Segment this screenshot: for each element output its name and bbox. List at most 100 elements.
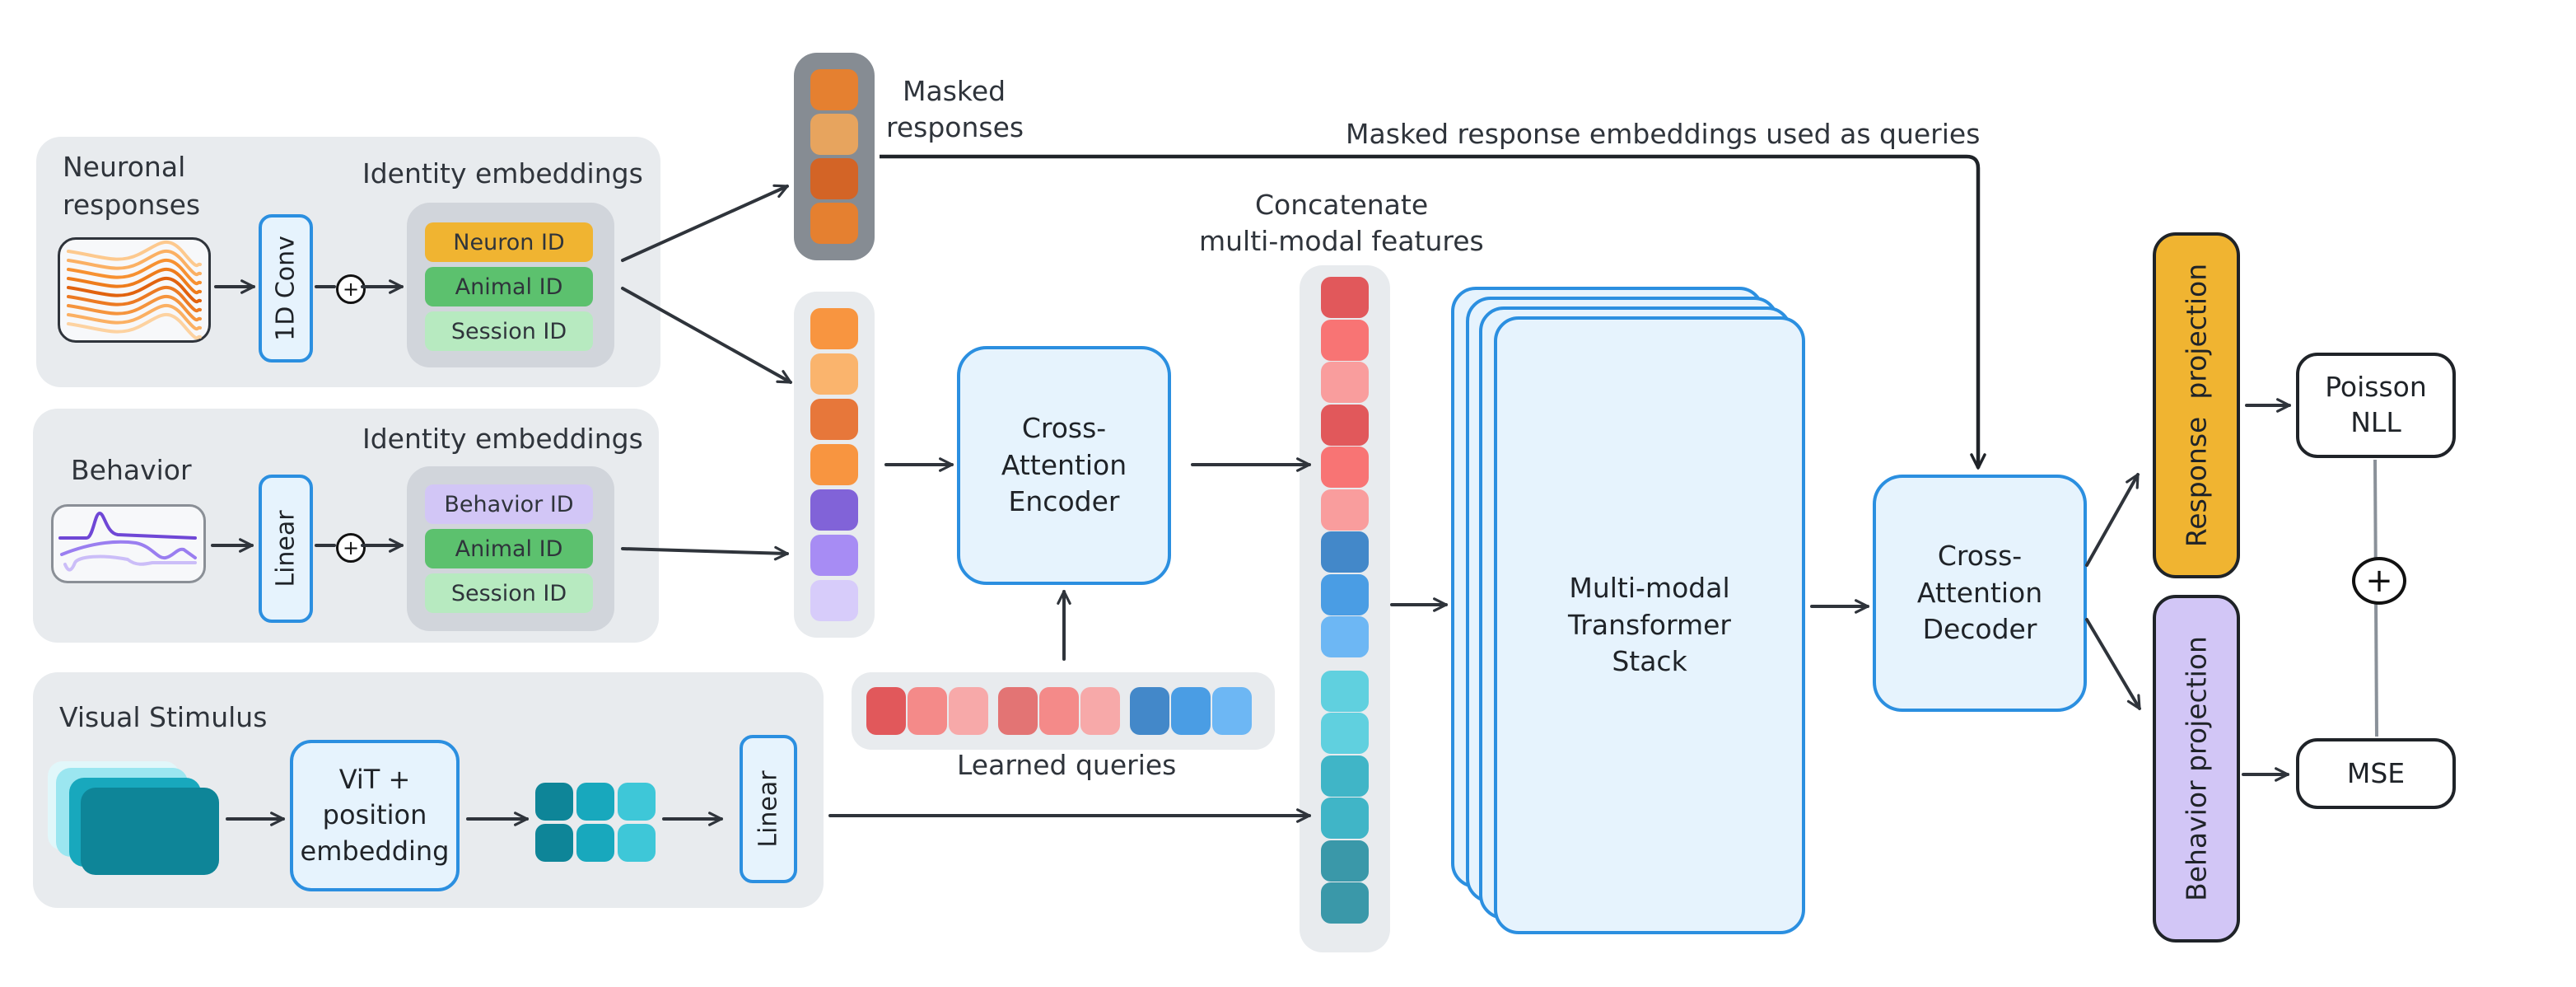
behavior-trace — [60, 540, 197, 560]
patch-token — [576, 783, 614, 821]
embedding-token — [810, 308, 858, 349]
decoder-line1: Cross- — [1937, 540, 2023, 573]
neuron-trace — [67, 313, 202, 340]
response-projection: Response projection — [2153, 232, 2240, 578]
masked-label-line2: responses — [886, 111, 1024, 143]
learned-query-token — [1039, 687, 1079, 735]
embedding-token — [810, 353, 858, 395]
embedding-token — [810, 580, 858, 621]
concat-feature-token — [1321, 713, 1369, 754]
concat-feature-token — [1321, 404, 1369, 446]
concat-feature-token — [1321, 755, 1369, 797]
animal-id-chip: Animal ID — [425, 529, 593, 568]
concat-label-line2: multi-modal features — [1199, 225, 1484, 257]
mse-label: MSE — [2346, 756, 2406, 789]
learned-queries-row — [852, 672, 1275, 750]
patch-tokens-grid — [535, 783, 659, 862]
learned-query-token — [866, 687, 906, 735]
mse-loss: MSE — [2296, 738, 2456, 809]
embedding-token — [810, 399, 858, 440]
loss-add-icon: + — [2352, 557, 2406, 605]
neuron-trace — [67, 268, 202, 295]
concat-feature-token — [1321, 447, 1369, 488]
patch-token — [576, 824, 614, 862]
masked-label-line1: Masked — [903, 75, 1006, 107]
learned-queries-label: Learned queries — [957, 749, 1177, 781]
arrow-decoder-to-response-projection — [2085, 473, 2140, 567]
neuronal-traces-plot — [67, 241, 202, 340]
loss-add-symbol: + — [2365, 562, 2393, 600]
add-symbol: + — [342, 278, 360, 301]
learned-query-token — [949, 687, 988, 735]
arrow-decoder-to-behavior-projection — [2085, 618, 2141, 710]
concat-feature-token — [1321, 277, 1369, 318]
learned-query-token — [1171, 687, 1211, 735]
behavior-trace — [58, 511, 197, 540]
stimulus-frames — [48, 761, 229, 877]
neuron-trace — [67, 286, 202, 313]
poisson-line1: Poisson — [2325, 371, 2427, 404]
vit-label-line3: embedding — [300, 835, 450, 867]
concatenated-features-column — [1300, 265, 1390, 952]
session-id-chip: Session ID — [425, 311, 593, 351]
conv1d-block: 1D Conv — [259, 214, 313, 363]
behavior-projection: Behavior projection — [2153, 595, 2240, 943]
neuronal-identity-title: Identity embeddings — [362, 157, 643, 189]
behavior-id-chip: Behavior ID — [425, 484, 593, 524]
neuron-id-chip: Neuron ID — [425, 222, 593, 262]
arrow-behavior-identity-to-embedding — [621, 545, 789, 561]
concat-feature-token — [1321, 531, 1369, 573]
patch-token — [618, 783, 656, 821]
masked-responses-column — [794, 53, 875, 260]
behavior-traces-thumbnail — [51, 504, 206, 583]
concat-label-line1: Concatenate — [1255, 189, 1429, 221]
arrow-identity-to-masked — [621, 184, 789, 262]
multimodal-transformer-stack: Multi-modal Transformer Stack — [1494, 316, 1805, 934]
learned-query-token — [908, 687, 947, 735]
behavior-trace — [63, 554, 197, 572]
patch-token — [618, 824, 656, 862]
add-symbol: + — [342, 536, 360, 559]
embedding-token — [810, 535, 858, 576]
neuron-trace — [67, 277, 202, 304]
transformer-line1: Multi-modal — [1569, 572, 1730, 605]
masked-queries-label: Masked response embeddings used as queri… — [1346, 118, 1981, 150]
poisson-line2: NLL — [2350, 406, 2401, 438]
visual-linear-block: Linear — [740, 735, 797, 883]
learned-query-token — [998, 687, 1038, 735]
embedding-tokens-column — [794, 292, 875, 638]
behavior-linear-block: Linear — [259, 475, 313, 623]
behavior-identity-title: Identity embeddings — [362, 423, 643, 455]
decoder-line3: Decoder — [1922, 613, 2037, 646]
concat-feature-token — [1321, 489, 1369, 531]
encoder-line1: Cross- — [1021, 412, 1107, 445]
vit-label-line1: ViT + — [338, 764, 411, 796]
poisson-nll-loss: Poisson NLL — [2296, 353, 2456, 458]
transformer-line2: Transformer — [1567, 608, 1732, 641]
masked-token — [810, 203, 858, 244]
concat-feature-token — [1321, 882, 1369, 924]
add-icon: + — [336, 274, 366, 304]
concat-feature-token — [1321, 362, 1369, 403]
behavior-title: Behavior — [71, 454, 192, 486]
neuronal-title-line1: Neuronal — [63, 151, 186, 183]
learned-query-token — [1212, 687, 1252, 735]
embedding-token — [810, 489, 858, 531]
transformer-line3: Stack — [1612, 645, 1687, 678]
masked-token — [810, 69, 858, 110]
masked-token — [810, 158, 858, 199]
concat-feature-token — [1321, 840, 1369, 882]
cross-attention-decoder: Cross- Attention Decoder — [1873, 475, 2087, 712]
concat-feature-token — [1321, 670, 1369, 712]
cross-attention-encoder: Cross- Attention Encoder — [957, 346, 1171, 585]
neuronal-title-line2: responses — [63, 189, 201, 221]
masked-token — [810, 114, 858, 155]
behavior-traces-plot — [58, 511, 197, 572]
concat-feature-token — [1321, 616, 1369, 657]
session-id-chip: Session ID — [425, 573, 593, 613]
behavior-identity-group: Behavior ID Animal ID Session ID — [407, 466, 614, 631]
neuronal-traces-thumbnail — [58, 237, 211, 343]
stimulus-frame — [81, 788, 219, 875]
animal-id-chip: Animal ID — [425, 267, 593, 306]
